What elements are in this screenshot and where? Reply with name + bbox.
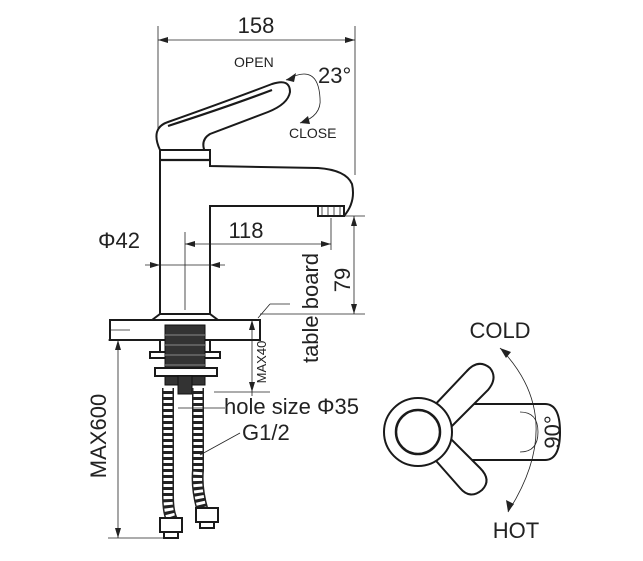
open-label: OPEN <box>234 54 274 70</box>
flexible-hoses <box>159 388 219 539</box>
open-angle-label: 23° <box>318 63 351 88</box>
mounting-shank <box>149 324 221 395</box>
faucet-top-view: COLD HOT 90° <box>383 318 565 543</box>
rotation-angle-label: 90° <box>540 415 565 448</box>
thread-label: G1/2 <box>242 420 290 445</box>
cold-label: COLD <box>469 318 530 343</box>
max40-label: MAX40 <box>254 341 269 384</box>
spout-height-label: 79 <box>330 268 355 292</box>
thread-annotation: G1/2 <box>199 420 290 456</box>
hole-size-annotation: hole size Φ35 <box>178 394 359 419</box>
dimension-width-158: 158 <box>157 13 356 175</box>
max600-label: MAX600 <box>86 394 111 478</box>
dimension-table-max40: MAX40 <box>214 320 270 396</box>
table-board-label: table board <box>298 253 323 363</box>
dimension-hose-max600: MAX600 <box>86 339 170 539</box>
dimension-height-79: 79 <box>260 215 365 315</box>
handle-rotation-indicator: OPEN CLOSE 23° <box>234 54 351 141</box>
width-label: 158 <box>238 13 275 38</box>
dimension-reach-118: 118 <box>184 218 332 310</box>
table-board-annotation: table board <box>257 253 323 363</box>
hole-size-label: hole size Φ35 <box>224 394 359 419</box>
faucet-side-view <box>149 81 354 321</box>
reach-label: 118 <box>228 218 263 243</box>
hot-label: HOT <box>493 518 539 543</box>
base-diameter-label: Φ42 <box>98 228 140 253</box>
close-label: CLOSE <box>289 125 336 141</box>
